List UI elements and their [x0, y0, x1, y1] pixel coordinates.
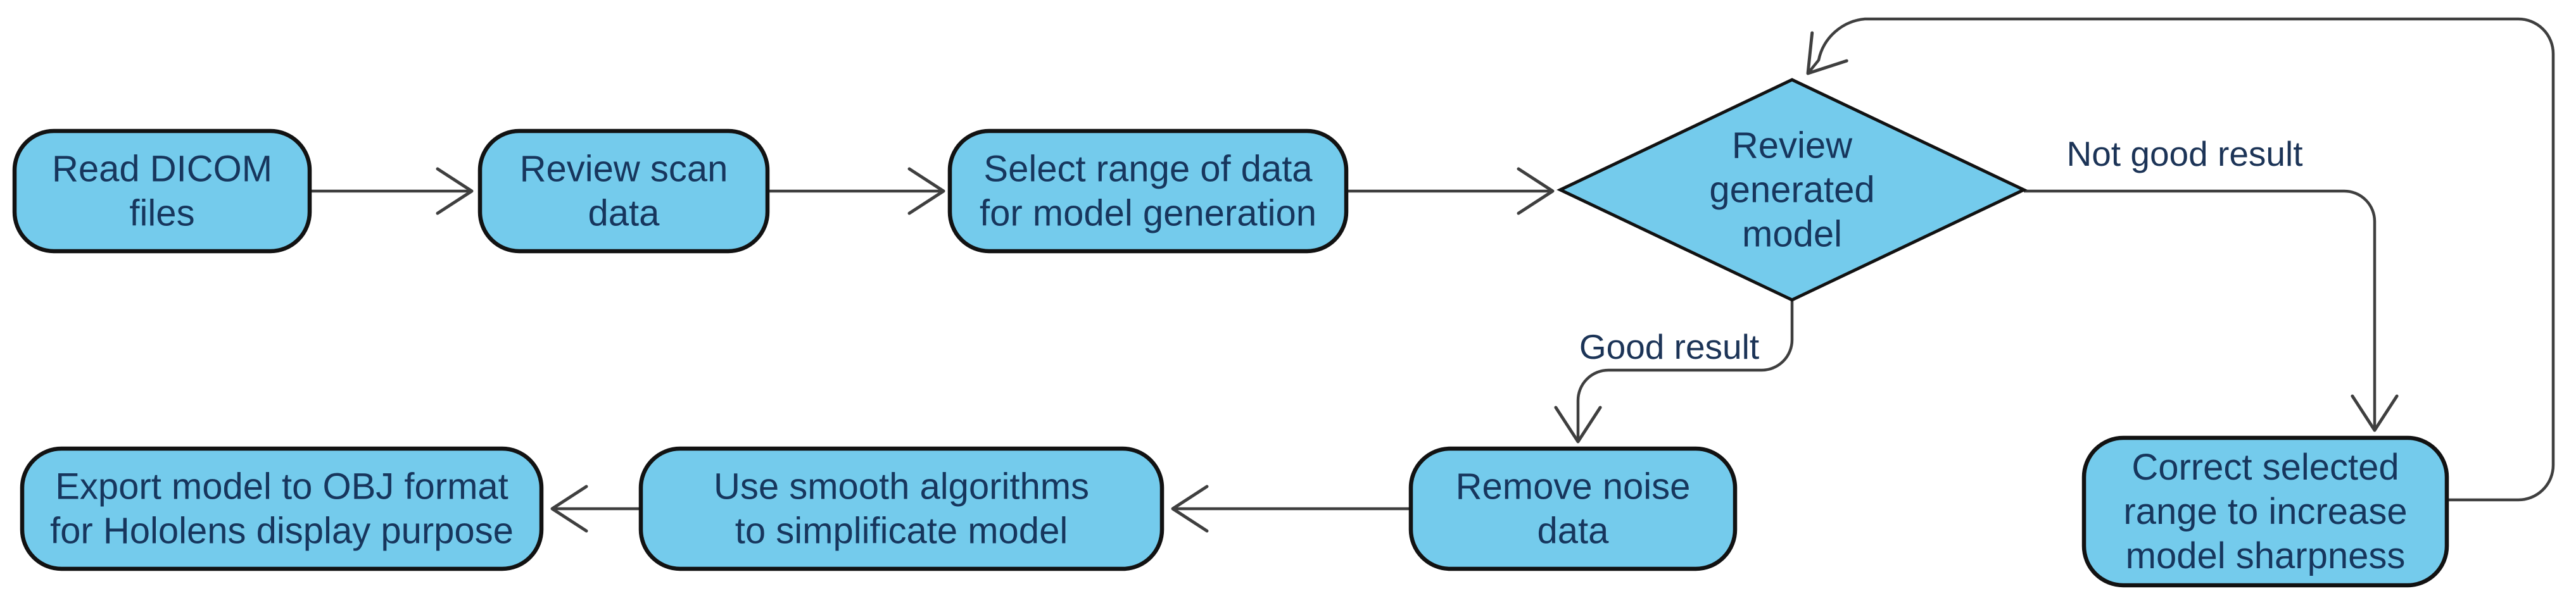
node-label-line: model — [1742, 214, 1842, 255]
node-label-line: generated — [1709, 170, 1874, 211]
node-label-line: Remove noise — [1456, 466, 1691, 507]
process-shape — [477, 128, 770, 254]
node-label-line: Read DICOM — [52, 149, 272, 190]
node-label-line: model sharpness — [2126, 535, 2406, 576]
node-label-line: data — [588, 193, 660, 234]
node-label-line: to simplificate model — [735, 511, 1068, 552]
decision-shape — [1556, 78, 2028, 302]
edge-label-decision-to-correct: Not good result — [2067, 134, 2303, 173]
node-label-line: range to increase — [2123, 491, 2407, 532]
node-label-line: Correct selected — [2131, 447, 2399, 488]
node-label-line: Review — [1732, 125, 1853, 166]
process-shape — [12, 128, 312, 254]
node-label-line: Use smooth algorithms — [714, 466, 1089, 507]
edge-correct-to-decision — [1806, 17, 2555, 502]
node-label-line: for model generation — [980, 193, 1316, 234]
node-label-line: data — [1537, 511, 1610, 552]
process-shape — [638, 446, 1165, 571]
node-label-line: Review scan — [520, 149, 728, 190]
edge-label-decision-to-remove: Good result — [1579, 327, 1759, 366]
node-label-line: files — [129, 193, 194, 234]
node-label-line: Select range of data — [983, 149, 1313, 190]
process-shape — [947, 128, 1349, 254]
node-label-line: Export model to OBJ format — [55, 466, 508, 507]
process-shape — [1408, 446, 1738, 571]
process-shape — [2081, 435, 2449, 588]
node-label-line: for Hololens display purpose — [50, 511, 514, 552]
edge-decision-to-correct — [2024, 189, 2399, 432]
edge-decision-to-remove — [1554, 301, 1794, 444]
process-shape — [20, 446, 544, 571]
